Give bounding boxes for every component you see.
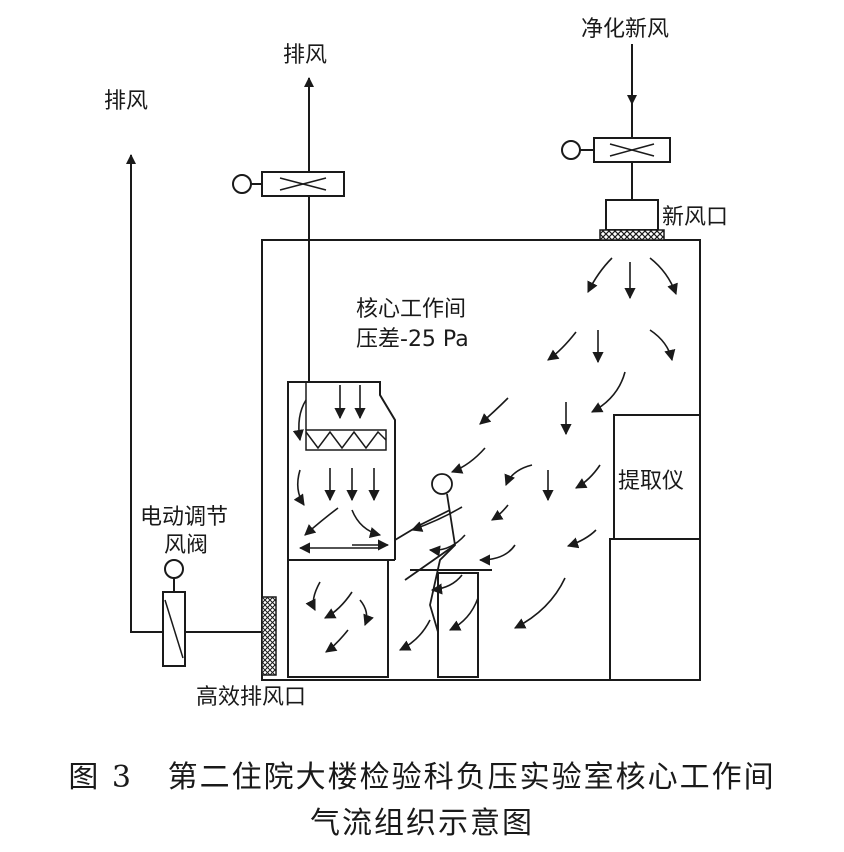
label-pressure-diff: 压差-25 Pa (356, 327, 469, 352)
damper-actuator-left (164, 559, 184, 579)
figure-caption-line2: 气流组织示意图 (310, 806, 534, 841)
extractor-upper (613, 414, 701, 540)
damper-actuator-right (561, 140, 581, 160)
extractor-lower (609, 538, 701, 681)
fresh-air-grille (599, 229, 665, 241)
label-room-name: 核心工作间 (356, 297, 466, 322)
hepa-exhaust-grille (261, 596, 277, 676)
label-exhaust-left: 排风 (104, 89, 148, 114)
label-electric-damper-1: 电动调节 (140, 505, 228, 530)
label-fresh-air: 净化新风 (581, 17, 669, 42)
operator-figure (394, 473, 456, 633)
figure-caption-line1: 图 3 第二住院大楼检验科负压实验室核心工作间 (68, 760, 776, 795)
airflow-arrows (292, 257, 678, 653)
biosafety-cabinet (287, 381, 396, 678)
label-hepa-exhaust: 高效排风口 (196, 685, 306, 710)
label-extractor: 提取仪 (618, 469, 684, 494)
damper-actuator-center (232, 174, 252, 194)
fresh-air-box (605, 199, 659, 231)
workbench (410, 569, 492, 678)
left-exhaust-duct (126, 154, 262, 633)
label-fresh-air-outlet: 新风口 (662, 205, 728, 230)
label-exhaust-center: 排风 (283, 43, 327, 68)
label-electric-damper-2: 风阀 (164, 533, 208, 558)
